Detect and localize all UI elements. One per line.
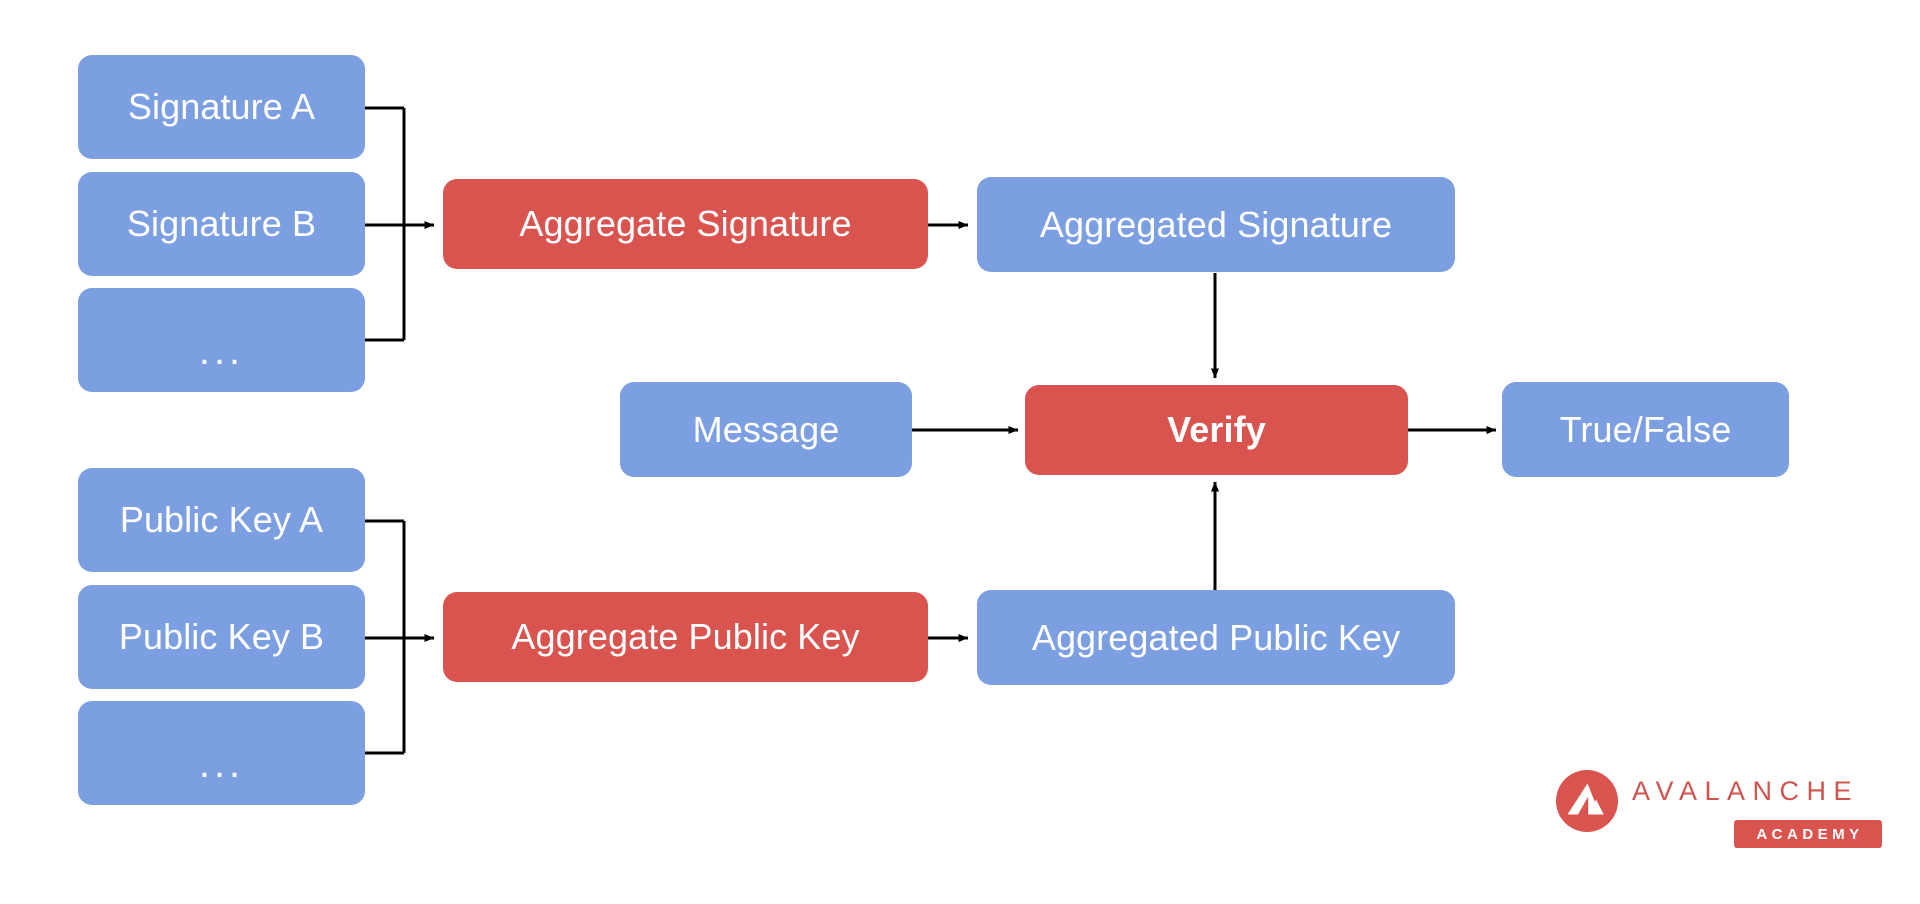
node-signature-b[interactable]: Signature B (78, 172, 365, 276)
academy-badge: ACADEMY (1734, 820, 1882, 848)
node-message[interactable]: Message (620, 382, 912, 477)
node-public-key-a[interactable]: Public Key A (78, 468, 365, 572)
node-public-key-more[interactable]: ... (78, 701, 365, 805)
node-signature-b-label: Signature B (126, 203, 317, 245)
node-aggregate-signature-label: Aggregate Signature (519, 203, 852, 245)
node-signature-more[interactable]: ... (78, 288, 365, 392)
node-aggregate-signature[interactable]: Aggregate Signature (443, 179, 928, 269)
node-result-label: True/False (1559, 408, 1732, 450)
node-public-key-more-label: ... (198, 742, 245, 786)
node-aggregated-public-key-label: Aggregated Public Key (1031, 616, 1401, 658)
node-aggregated-signature-label: Aggregated Signature (1039, 203, 1393, 245)
avalanche-logo-icon (1556, 770, 1618, 832)
connector-publickey-bracket (365, 519, 406, 755)
node-aggregated-signature[interactable]: Aggregated Signature (977, 177, 1455, 272)
node-signature-more-label: ... (198, 329, 245, 373)
node-public-key-b[interactable]: Public Key B (78, 585, 365, 689)
connector-signature-bracket (365, 106, 406, 342)
avalanche-wordmark: AVALANCHE (1632, 776, 1860, 806)
node-aggregated-public-key[interactable]: Aggregated Public Key (977, 590, 1455, 685)
node-public-key-b-label: Public Key B (118, 616, 325, 658)
node-signature-a-label: Signature A (127, 86, 316, 128)
node-public-key-a-label: Public Key A (119, 499, 324, 541)
node-aggregate-public-key-label: Aggregate Public Key (511, 616, 860, 658)
node-verify[interactable]: Verify (1025, 385, 1408, 475)
node-verify-label: Verify (1167, 409, 1266, 451)
avalanche-academy-logo: AVALANCHE ACADEMY (1556, 770, 1882, 856)
node-signature-a[interactable]: Signature A (78, 55, 365, 159)
node-aggregate-public-key[interactable]: Aggregate Public Key (443, 592, 928, 682)
node-result[interactable]: True/False (1502, 382, 1789, 477)
node-message-label: Message (692, 408, 840, 450)
